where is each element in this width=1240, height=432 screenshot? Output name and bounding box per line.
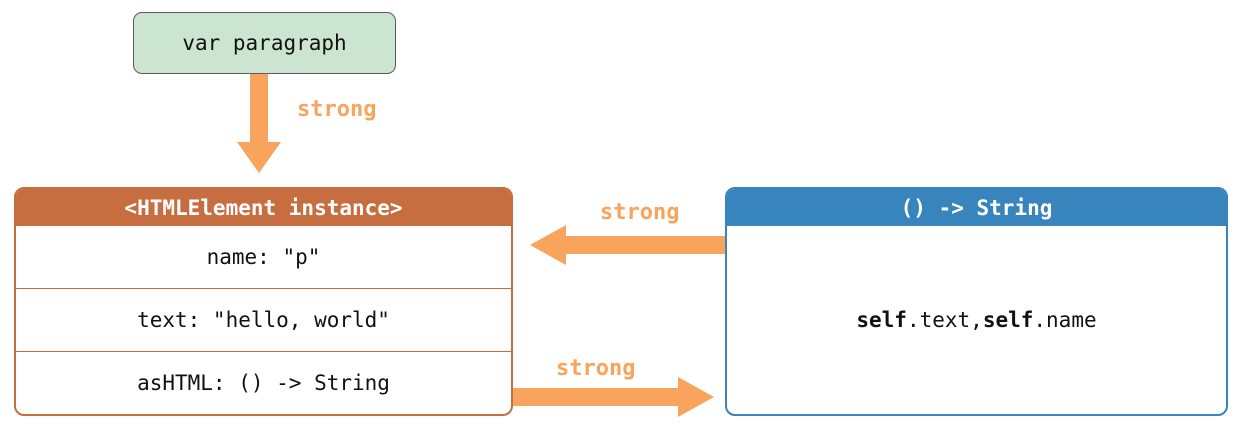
instance-box-header: <HTMLElement instance> — [16, 189, 511, 226]
strong-arrow-left-head — [530, 225, 566, 265]
variable-box-label: var paragraph — [182, 31, 347, 55]
strong-arrow-down-shaft — [250, 74, 268, 142]
strong-arrow-left-shaft — [566, 236, 727, 254]
closure-body-self-1: self — [856, 308, 907, 332]
strong-label-instance-to-closure: strong — [556, 356, 636, 381]
closure-body-text-prop: .text, — [906, 308, 983, 332]
strong-label-var-to-instance: strong — [297, 97, 377, 122]
variable-box: var paragraph — [133, 12, 396, 74]
instance-row-name: name: "p" — [206, 245, 321, 269]
instance-row-text: text: "hello, world" — [16, 288, 511, 351]
closure-body-name-prop: .name — [1033, 308, 1097, 332]
closure-box-body: self.text, self.name — [727, 226, 1226, 414]
strong-arrow-right-head — [678, 377, 714, 417]
instance-row-ashtml: asHTML: () -> String — [16, 351, 511, 414]
strong-arrow-down-head — [237, 142, 281, 173]
closure-box: () -> String self.text, self.name — [725, 187, 1228, 416]
strong-label-closure-to-instance: strong — [600, 200, 680, 225]
strong-arrow-right-shaft — [513, 388, 678, 406]
closure-body-self-2: self — [982, 308, 1034, 332]
closure-box-header: () -> String — [727, 189, 1226, 226]
instance-box: <HTMLElement instance> name: "p" text: "… — [14, 187, 513, 416]
